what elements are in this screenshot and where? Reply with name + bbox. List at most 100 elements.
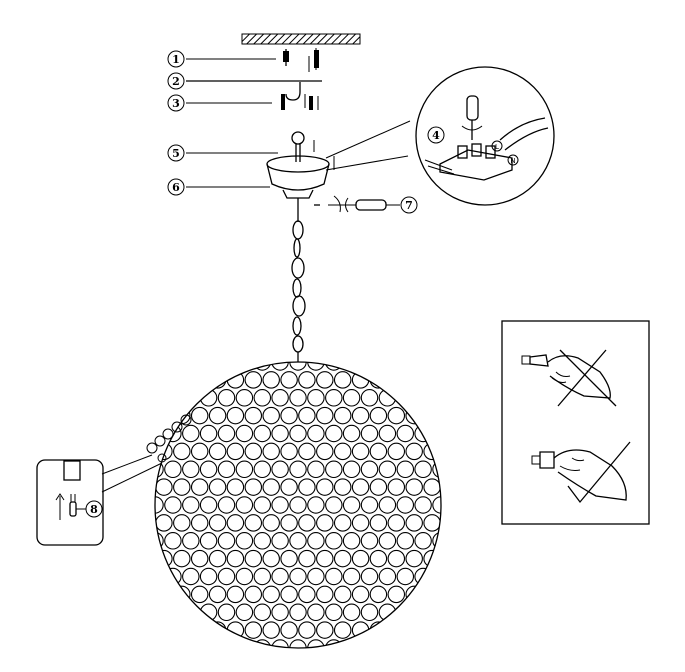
crystal-bead [208,514,227,532]
crystal-bead [271,362,289,371]
wiring-detail-bubble: 4 L N [325,66,555,206]
crystal-bead [289,460,307,479]
crystal-bead [226,406,245,425]
crystal-bead [351,549,370,568]
crystal-bead [199,532,218,550]
crystal-bead [325,389,343,407]
callout-1: 1 [167,50,276,68]
crystal-bead [414,532,432,550]
crystal-bead [333,442,352,461]
crystal-bead [253,496,272,514]
crystal-bead [289,496,307,514]
mounting-screws [281,94,319,110]
crystal-bead [280,585,298,604]
crystal-bead [360,424,379,443]
crystal-bead [217,567,236,586]
crystal-bead [378,424,397,443]
terminal-block: L N [424,117,549,181]
crystal-bead [298,549,316,568]
callout-7: 7 [400,196,418,214]
crystal-bead [298,585,316,604]
crystal-bead [405,442,423,461]
crystal-bead [351,585,370,604]
crystal-bead [298,514,316,532]
crystal-bead [253,362,272,371]
crystal-bead [262,585,280,604]
screwdriver-icon [461,95,483,140]
crystal-bead [378,567,397,586]
crystal-bead [217,496,236,514]
canopy [266,131,335,199]
crystal-bead [316,514,334,532]
crystal-bead [387,585,406,604]
crystal-bead [325,567,343,586]
crystal-bead [217,389,236,407]
crystal-bead [333,478,352,496]
crystal-bead [199,496,218,514]
crystal-bead [164,532,182,550]
crystal-bead [235,496,254,514]
callout-8-number: 8 [90,503,98,516]
crystal-bead [271,532,289,550]
crystal-bead [298,621,316,639]
hook-icon [285,82,301,101]
crystal-bead [307,603,325,622]
crystal-bead [307,532,325,550]
crystal-bead [262,406,280,425]
crystal-bead [387,442,406,461]
crystal-bead [360,532,379,550]
crystal-bead [333,514,352,532]
callout-5: 5 [167,144,278,162]
crystal-bead [351,478,370,496]
crystal-bead [325,496,343,514]
crystal-bead [342,532,361,550]
crystal-bead [396,460,415,479]
crystal-bead [271,496,289,514]
crystal-bead [396,567,415,586]
crystal-bead [164,460,182,479]
crystal-bead [307,424,325,443]
crystal-bead [244,621,263,639]
crystal-bead [199,460,218,479]
crystal-bead [298,371,316,389]
ceiling-screws [283,48,319,72]
crystal-bead [208,549,227,568]
crystal-bead [271,389,289,407]
crystal-bead [208,621,227,639]
callout-1-number: 1 [172,53,180,66]
crystal-globe [154,361,442,649]
crystal-bead [298,442,316,461]
crystal-bead [208,585,227,604]
crystal-bead [387,514,406,532]
crystal-bead [253,532,272,550]
crystal-bead [307,389,325,407]
crystal-bead [333,585,352,604]
crystal-bead [217,460,236,479]
crystal-bead [217,603,236,622]
crystal-bead [208,406,227,425]
crystal-bead [182,532,200,550]
crystal-bead [190,514,209,532]
crystal-bead [342,567,361,586]
crystal-bead [244,549,263,568]
crystal-bead [333,371,352,389]
crystal-bead [423,514,441,532]
crystal-bead [235,389,254,407]
crystal-bead [190,406,209,425]
crystal-bead [325,603,343,622]
crystal-bead [182,424,200,443]
crystal-bead [262,371,280,389]
crystal-bead [405,514,423,532]
crystal-bead [190,478,209,496]
crystal-bead [360,603,379,622]
crystal-bead [155,514,173,532]
crystal-bead [182,496,200,514]
crystal-bead [307,460,325,479]
crystal-bead [182,460,200,479]
crystal-bead [235,532,254,550]
crystal-bead [325,460,343,479]
crystal-bead [173,514,191,532]
screwdriver-icon [314,195,400,213]
crystal-bead [351,514,370,532]
